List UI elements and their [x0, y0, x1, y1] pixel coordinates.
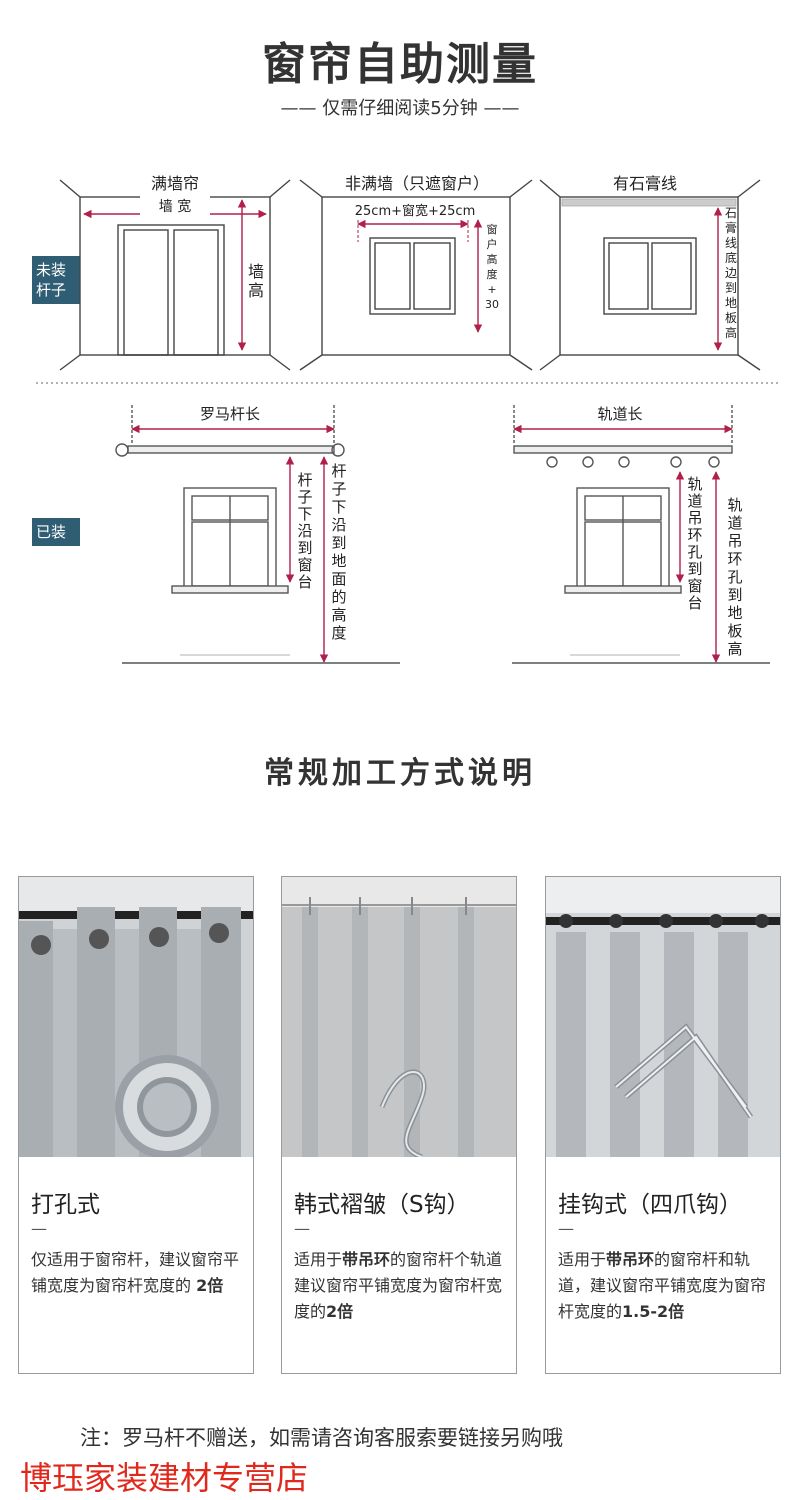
card-title: 韩式褶皱（S钩）: [294, 1192, 470, 1218]
roman-rod-to-floor-label: 杆 子 下 沿 到 地 面 的 高 度: [331, 462, 347, 642]
full-wall-height-label: 墙 高: [248, 262, 265, 300]
plaster-line-label: 有石膏线: [612, 174, 677, 193]
page-title: 窗帘自助测量: [262, 39, 538, 90]
partial-wall-panel: [299, 179, 533, 371]
plaster-line-height-label: 石 膏 线 底 边 到 地 板 高: [724, 206, 737, 340]
partial-wall-width-label: 25cm+窗宽+25cm: [354, 204, 476, 219]
pinch-pleat-curtain-image: [282, 877, 516, 1157]
card-description: 适用于带吊环的窗帘杆和轨道，建议窗帘平铺宽度为窗帘杆宽度的1.5-2倍: [558, 1250, 767, 1321]
footer-note: 注：罗马杆不赠送，如需请咨询客服索要链接另购哦: [80, 1426, 563, 1450]
shop-name: 博珏家装建材专营店: [20, 1459, 309, 1497]
card-title: 挂钩式（四爪钩）: [558, 1192, 742, 1218]
card-description: 适用于带吊环的窗帘杆个轨道建议窗帘平铺宽度为窗帘杆宽度的2倍: [294, 1250, 503, 1321]
four-prong-hook-card: 挂钩式（四爪钩） — 适用于带吊环的窗帘杆和轨道，建议窗帘平铺宽度为窗帘杆宽度的…: [545, 876, 781, 1374]
partial-wall-height-label: 窗 户 高 度 + 30: [485, 223, 499, 311]
badge-installed: 已装: [32, 518, 80, 546]
plaster-line-panel: [539, 179, 761, 371]
track-panel: [512, 405, 770, 664]
card-description: 仅适用于窗帘杆，建议窗帘平铺宽度为窗帘杆宽度的 2倍: [31, 1250, 240, 1295]
full-wall-width-label: 墙 宽: [140, 196, 210, 216]
badge-not-installed: 未装 杆子: [32, 256, 80, 304]
grommet-card: 打孔式 — 仅适用于窗帘杆，建议窗帘平铺宽度为窗帘杆宽度的 2倍: [18, 876, 254, 1374]
roman-rod-panel: [115, 405, 400, 664]
four-prong-hook-curtain-image: [546, 877, 780, 1157]
roman-rod-length-label: 罗马杆长: [199, 405, 260, 423]
full-wall-label: 满墙帘: [150, 174, 199, 193]
card-title: 打孔式: [31, 1192, 100, 1218]
section-title: 常规加工方式说明: [264, 756, 536, 791]
roman-rod-to-sill-label: 杆 子 下 沿 到 窗 台: [297, 471, 313, 591]
card-divider: —: [294, 1219, 310, 1238]
track-to-sill-label: 轨 道 吊 环 孔 到 窗 台: [687, 475, 703, 612]
grommet-curtain-image: [19, 877, 253, 1157]
track-to-floor-label: 轨 道 吊 环 孔 到 地 板 高: [727, 496, 743, 658]
measurement-diagram: [36, 179, 780, 664]
card-divider: —: [31, 1219, 47, 1238]
track-length-label: 轨道长: [597, 405, 643, 423]
pinch-pleat-card: 韩式褶皱（S钩） — 适用于带吊环的窗帘杆个轨道建议窗帘平铺宽度为窗帘杆宽度的2…: [281, 876, 517, 1374]
card-divider: —: [558, 1219, 574, 1238]
partial-wall-label: 非满墙（只遮窗户）: [344, 174, 489, 193]
page-subtitle: —— 仅需仔细阅读5分钟 ——: [280, 98, 520, 119]
